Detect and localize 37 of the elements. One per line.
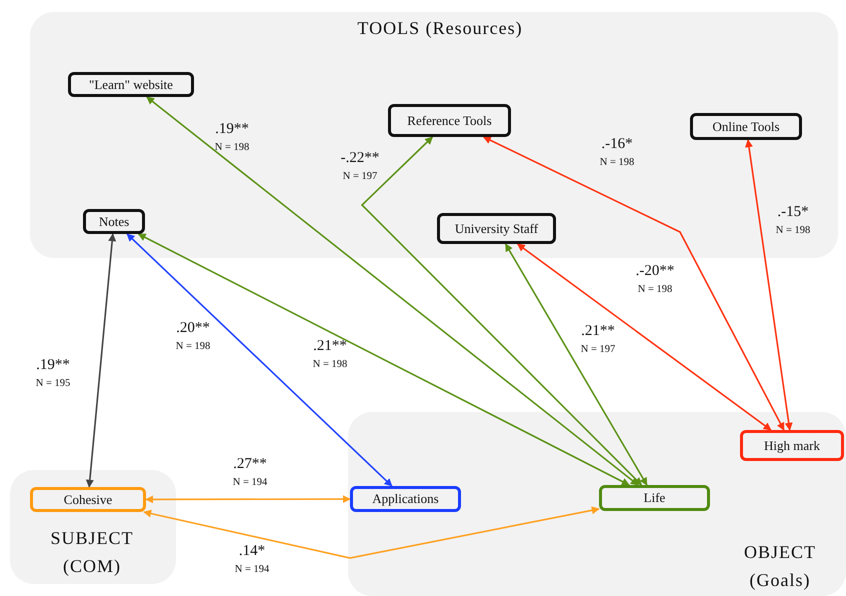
- edge-label: .19** N = 198: [214, 121, 250, 155]
- group-panel: [10, 470, 176, 584]
- concept-box: Applications: [350, 486, 461, 512]
- connector-arrow: [360, 136, 642, 486]
- connector-arrow: [504, 243, 648, 486]
- edge-label: .-15* N = 198: [774, 204, 812, 238]
- concept-box: High mark: [740, 430, 844, 461]
- connector-arrow: [482, 136, 785, 431]
- concept-box: Cohesive: [30, 487, 146, 512]
- concept-box: "Learn" website: [68, 72, 194, 97]
- group-heading: TOOLS (Resources): [356, 17, 524, 40]
- edge-label: .20** N = 198: [174, 320, 212, 354]
- concept-box: Online Tools: [690, 113, 802, 140]
- edge-label: -.22** N = 197: [340, 150, 380, 184]
- edge-label: .27** N = 194: [232, 456, 268, 490]
- connector-arrow: [138, 233, 630, 486]
- group-panel: [348, 412, 846, 596]
- connector-arrow: [126, 233, 392, 487]
- edge-label: .-20** N = 198: [634, 263, 676, 297]
- concept-box: University Staff: [437, 213, 556, 244]
- edge-label: .21** N = 198: [312, 338, 348, 372]
- group-heading: OBJECT (Goals): [742, 541, 817, 592]
- edge-label: .21** N = 197: [580, 323, 616, 357]
- connector-arrow: [86, 233, 116, 488]
- group-panel: [30, 12, 838, 258]
- connector-arrow: [516, 243, 772, 431]
- concept-box: Notes: [83, 209, 145, 234]
- edge-label: .-16* N = 198: [598, 136, 636, 170]
- connector-arrow: [146, 96, 639, 486]
- connector-arrow: [145, 495, 351, 504]
- concept-box: Reference Tools: [388, 104, 511, 137]
- connector-arrow: [745, 139, 793, 431]
- connector-arrow: [143, 506, 600, 559]
- edge-label: .19** N = 195: [34, 357, 72, 391]
- edge-label: .14* N = 194: [234, 543, 270, 577]
- concept-box: Life: [599, 485, 710, 511]
- group-heading: SUBJECT (COM): [49, 527, 135, 578]
